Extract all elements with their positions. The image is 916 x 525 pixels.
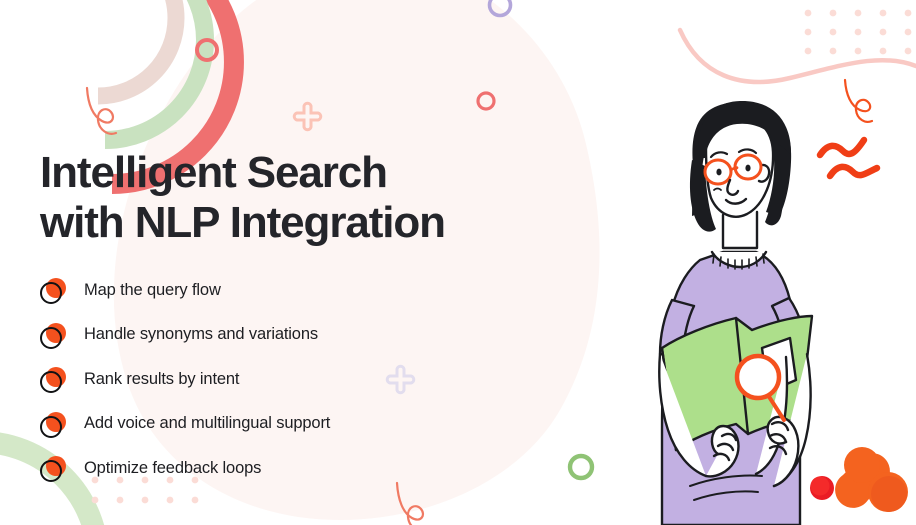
ring-green-bottom: [567, 453, 595, 481]
list-item[interactable]: Optimize feedback loops: [40, 446, 520, 491]
list-item[interactable]: Add voice and multilingual support: [40, 402, 520, 447]
list-item-label: Rank results by intent: [84, 369, 240, 388]
bullet-marker-icon: [40, 322, 66, 349]
ring-coral-mid: [476, 91, 496, 111]
list-item-label: Optimize feedback loops: [84, 458, 262, 477]
list-item-label: Map the query flow: [84, 280, 221, 299]
bullet-marker-icon: [40, 367, 66, 394]
list-item[interactable]: Map the query flow: [40, 268, 520, 313]
list-item-label: Add voice and multilingual support: [84, 414, 331, 433]
bullet-list: Map the query flow Handle synonyms and v…: [40, 268, 520, 491]
ring-purple-top: [487, 0, 513, 18]
list-item-label: Handle synonyms and variations: [84, 325, 318, 344]
bullet-marker-icon: [40, 278, 66, 305]
page-title: Intelligent Search with NLP Integration: [40, 148, 446, 247]
list-item[interactable]: Rank results by intent: [40, 357, 520, 402]
bullet-marker-icon: [40, 456, 66, 483]
ring-coral-topleft: [195, 38, 219, 62]
text-column: Intelligent Search with NLP Integration …: [40, 148, 520, 483]
list-item[interactable]: Handle synonyms and variations: [40, 313, 520, 358]
bullet-marker-icon: [40, 411, 66, 438]
plus-pink-icon: [292, 101, 323, 132]
